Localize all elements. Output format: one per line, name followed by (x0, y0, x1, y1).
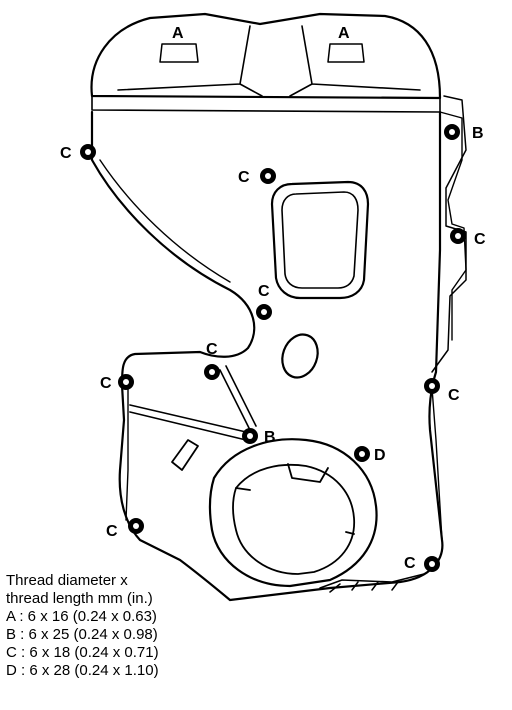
crank-opening-inner (232, 463, 355, 575)
oval-hole (281, 333, 319, 379)
callout-c-right-upper: C (474, 231, 486, 248)
pad-a-left (159, 43, 199, 63)
callout-d: D (374, 447, 386, 464)
slot-left (171, 439, 199, 471)
callout-b-top: B (472, 125, 484, 142)
callout-c-mid2: C (206, 341, 218, 358)
callout-c-center-top: C (238, 169, 250, 186)
callout-c-bottom-right: C (404, 555, 416, 572)
callout-c-left-mid: C (100, 375, 112, 392)
callout-a-left: A (172, 25, 184, 42)
lower-cover-outline (90, 110, 444, 602)
legend-heading-line1: Thread diameter x (6, 572, 128, 589)
thread-spec-legend: Thread diameter x thread length mm (in.)… (6, 572, 159, 680)
callout-a-right: A (338, 25, 350, 42)
bolt-heads (80, 124, 466, 572)
callout-b-mid: B (264, 429, 276, 446)
callout-c-mid: C (258, 283, 270, 300)
legend-item-c: C : 6 x 18 (0.24 x 0.71) (6, 644, 159, 661)
upper-cover-ribs (91, 25, 441, 113)
callout-c-right-lower: C (448, 387, 460, 404)
inspection-window-outer (270, 180, 370, 300)
callout-c-left-low: C (106, 523, 118, 540)
inspection-window-inner (281, 191, 359, 289)
stiffener-lines (129, 365, 257, 441)
lower-cover-inner (99, 111, 467, 541)
pad-a-right (327, 43, 365, 63)
legend-item-d: D : 6 x 28 (0.24 x 1.10) (6, 662, 159, 679)
bolt-centers (85, 129, 461, 567)
upper-cover-outline (90, 12, 442, 100)
crank-opening-outer (208, 438, 378, 588)
legend-heading-line2: thread length mm (in.) (6, 590, 153, 607)
legend-item-b: B : 6 x 25 (0.24 x 0.98) (6, 626, 158, 643)
bottom-rib (319, 573, 425, 593)
legend-item-a: A : 6 x 16 (0.24 x 0.63) (6, 608, 157, 625)
callout-c-left-top: C (60, 145, 72, 162)
keyway-notch (235, 463, 355, 535)
